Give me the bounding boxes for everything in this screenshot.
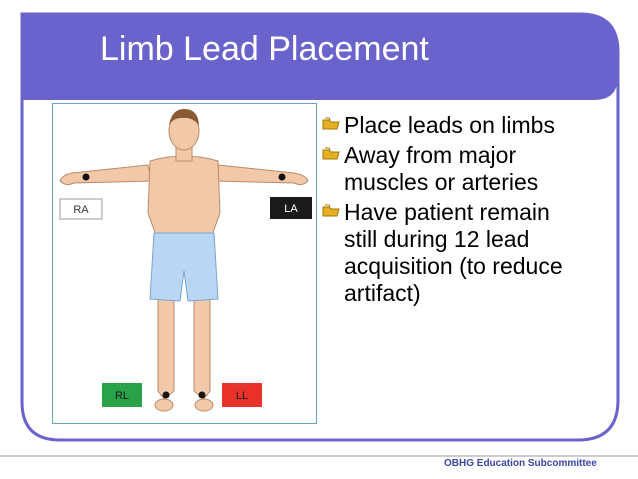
svg-text:LA: LA	[284, 203, 298, 215]
svg-text:RL: RL	[115, 390, 129, 402]
limb-lead-figure: RA LA RL LL	[52, 103, 317, 424]
bullet-icon	[322, 204, 340, 217]
lead-label-ll: LL	[222, 383, 262, 407]
svg-text:RA: RA	[73, 204, 89, 216]
footer-text: OBHG Education Subcommittee	[444, 458, 597, 469]
lead-label-la: LA	[270, 197, 312, 219]
svg-text:LL: LL	[236, 390, 248, 402]
bullet-icon	[322, 117, 340, 130]
bullet-text: Away from major muscles or arteries	[344, 142, 539, 195]
bullet-icon	[322, 147, 340, 160]
bullet-text: Place leads on limbs	[344, 112, 555, 138]
lead-label-ra: RA	[59, 198, 103, 220]
human-body-illustration	[59, 109, 309, 412]
bullet-text: Have patient remain still during 12 lead…	[344, 199, 563, 306]
bullet-item: Place leads on limbs	[322, 112, 582, 139]
bullet-item: Have patient remain still during 12 lead…	[322, 199, 582, 307]
slide-title: Limb Lead Placement	[100, 30, 429, 68]
lead-label-rl: RL	[102, 383, 142, 407]
bullet-list: Place leads on limbs Away from major mus…	[322, 112, 582, 310]
bullet-item: Away from major muscles or arteries	[322, 142, 582, 196]
